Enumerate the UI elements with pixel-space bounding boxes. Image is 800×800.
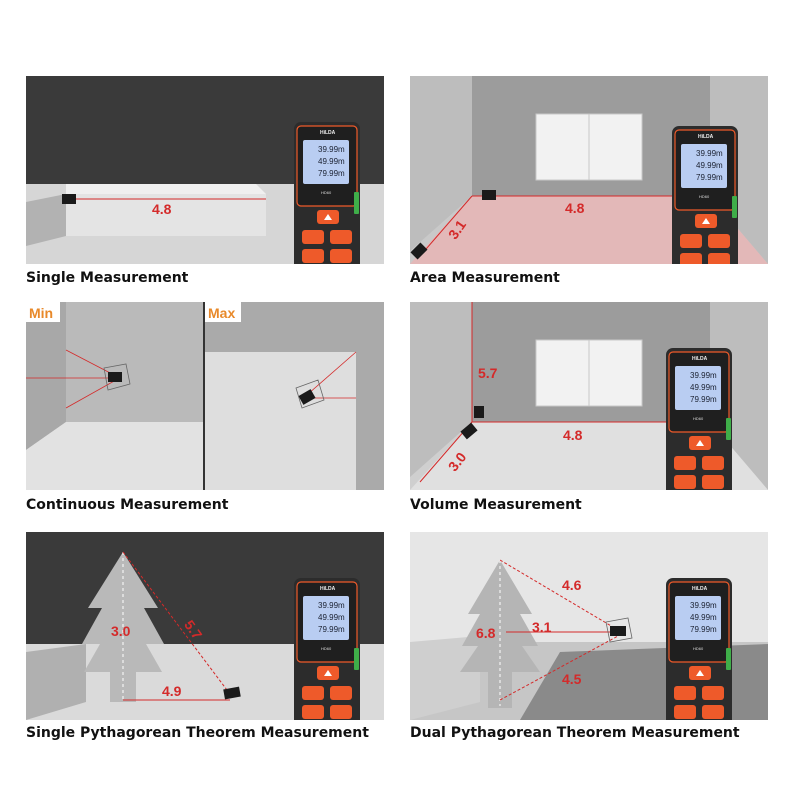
measurement-label: 4.8 [565, 200, 585, 216]
measurement-label: 5.7 [478, 365, 498, 381]
svg-text:HD60: HD60 [693, 646, 704, 651]
caption-single-pythagorean: Single Pythagorean Theorem Measurement [26, 725, 369, 741]
svg-text:49.99m: 49.99m [696, 161, 723, 170]
laser-meter-device: HiLDA 39.99m 49.99m 79.99m HD60 [293, 577, 361, 720]
svg-text:49.99m: 49.99m [690, 383, 717, 392]
measurement-label: 4.9 [162, 683, 182, 699]
laser-device-small [298, 389, 316, 405]
laser-device-small [108, 372, 122, 382]
measurement-label: 4.8 [152, 201, 172, 217]
svg-text:HD60: HD60 [321, 646, 332, 651]
measurement-label: 4.8 [563, 427, 583, 443]
svg-text:39.99m: 39.99m [696, 149, 723, 158]
measurement-label: 4.5 [562, 671, 582, 687]
panel-dual-pythagorean: 4.6 6.8 3.1 4.5 HiLDA 39.99m 49.99m 79.9… [410, 532, 768, 720]
laser-meter-device: HiLDA 39.99m 49.99m 79.99m HD60 [665, 577, 733, 720]
svg-text:79.99m: 79.99m [318, 169, 345, 178]
svg-text:HiLDA: HiLDA [320, 130, 336, 136]
svg-text:79.99m: 79.99m [690, 395, 717, 404]
measurement-label: 4.6 [562, 577, 582, 593]
laser-device-small [482, 190, 496, 200]
svg-text:39.99m: 39.99m [318, 145, 345, 154]
laser-meter-device: HiLDA 39.99m 49.99m 79.99m HD60 [293, 121, 361, 264]
svg-text:39.99m: 39.99m [690, 601, 717, 610]
caption-area-measurement: Area Measurement [410, 270, 560, 286]
panel-single-pythagorean: 3.0 5.7 4.9 HiLDA 39.99m 49.99m 79.99m H… [26, 532, 384, 720]
measurement-label: 3.1 [532, 619, 552, 635]
panel-area-measurement: 4.8 3.1 HiLDA 39.99m 49.99m 79.99m HD60 [410, 76, 768, 264]
caption-dual-pythagorean: Dual Pythagorean Theorem Measurement [410, 725, 740, 741]
svg-text:49.99m: 49.99m [318, 613, 345, 622]
min-label: Min [29, 305, 53, 321]
svg-text:39.99m: 39.99m [690, 371, 717, 380]
svg-text:HiLDA: HiLDA [320, 586, 336, 592]
laser-meter-device: HiLDA 39.99m 49.99m 79.99m HD60 [671, 125, 739, 264]
panel-volume-measurement: 5.7 4.8 3.0 HiLDA 39.99m 49.99m 79.99m H… [410, 302, 768, 490]
svg-text:79.99m: 79.99m [690, 625, 717, 634]
laser-device-small [62, 194, 76, 204]
svg-text:39.99m: 39.99m [318, 601, 345, 610]
laser-device-small [223, 686, 241, 700]
max-label: Max [208, 305, 235, 321]
svg-text:HD60: HD60 [699, 194, 710, 199]
laser-device-small [610, 626, 626, 636]
caption-volume-measurement: Volume Measurement [410, 497, 582, 513]
svg-text:HD60: HD60 [693, 416, 704, 421]
laser-device-small [460, 422, 478, 440]
measurement-label: 3.0 [111, 623, 131, 639]
panel-continuous-measurement: Min Max [26, 302, 384, 490]
svg-text:HiLDA: HiLDA [692, 356, 708, 362]
laser-device-small [474, 406, 484, 418]
svg-text:49.99m: 49.99m [690, 613, 717, 622]
svg-text:HiLDA: HiLDA [692, 586, 708, 592]
panel-single-measurement: 4.8 HiLDA 39.99m 49.99m 79.99m HD60 [26, 76, 384, 264]
svg-text:HiLDA: HiLDA [698, 134, 714, 140]
svg-text:79.99m: 79.99m [696, 173, 723, 182]
caption-continuous-measurement: Continuous Measurement [26, 497, 229, 513]
caption-single-measurement: Single Measurement [26, 270, 189, 286]
svg-text:79.99m: 79.99m [318, 625, 345, 634]
measurement-label: 6.8 [476, 625, 496, 641]
svg-text:HD60: HD60 [321, 190, 332, 195]
laser-device-small [410, 242, 428, 260]
svg-text:49.99m: 49.99m [318, 157, 345, 166]
laser-meter-device: HiLDA 39.99m 49.99m 79.99m HD60 [665, 347, 733, 490]
